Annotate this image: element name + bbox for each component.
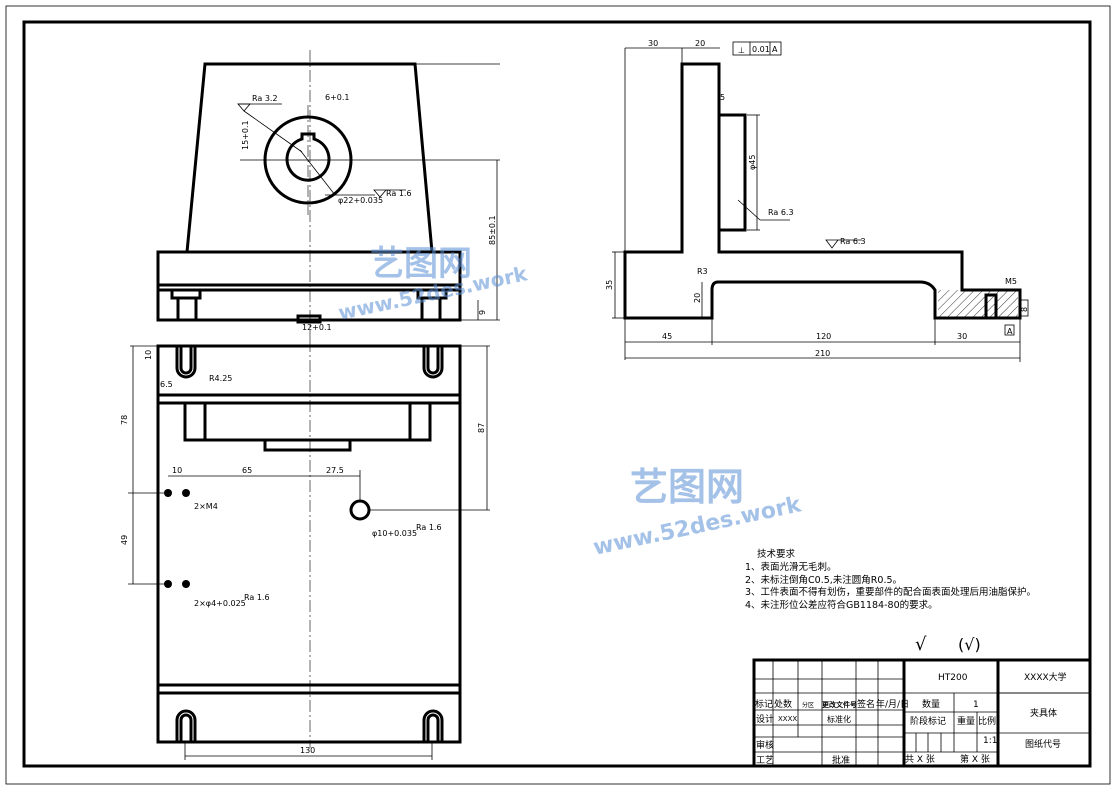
tb-scale-label: 比例 — [978, 715, 996, 727]
thread-m4-callout: 2×M4 — [194, 502, 218, 511]
watermark-brand-2: 艺图网 — [630, 465, 744, 509]
dimension-10-top: 10 — [144, 350, 153, 360]
tb-sheet-no: 第 X 张 — [960, 753, 990, 765]
tb-count: 处数 — [774, 698, 792, 710]
roughness-other-symbol: (√) — [958, 635, 981, 654]
roughness-hole10: Ra 1.6 — [416, 523, 442, 532]
base-slot-dimension: 12+0.1 — [302, 323, 332, 332]
radius-r3: R3 — [697, 267, 708, 276]
top-view: 10 6.5 R4.25 78 87 10 65 27.5 2×M4 φ10+0… — [120, 340, 490, 760]
tb-drawing-no: 图纸代号 — [1025, 738, 1061, 750]
requirement-item: 3、工件表面不得有划伤，重要部件的配合面表面处理后用油脂保护。 — [745, 586, 1036, 598]
dimension-35: 35 — [605, 280, 614, 290]
tb-signature: 签名 — [857, 698, 875, 710]
dimension-210: 210 — [815, 349, 830, 358]
dimension-30: 30 — [648, 39, 658, 48]
dimension-87: 87 — [477, 423, 486, 433]
dimension-10: 10 — [172, 466, 182, 475]
dimension-78: 78 — [120, 415, 129, 425]
roughness-ra16-label: Ra 1.6 — [386, 189, 412, 198]
side-view: ⊥ 0.01 A 30 20 5 φ45 Ra 6.3 Ra 6.3 R3 35… — [605, 39, 1029, 362]
dimension-45: 45 — [662, 332, 672, 341]
hole-10-callout: φ10+0.035 — [372, 529, 417, 538]
roughness-pin-holes: Ra 1.6 — [244, 593, 270, 602]
tb-zone: 分区 — [802, 701, 814, 709]
tb-total-sheets: 共 X 张 — [905, 754, 935, 765]
dimension-49: 49 — [120, 535, 129, 545]
dimension-120: 120 — [816, 332, 831, 341]
tb-review: 审核 — [756, 739, 774, 751]
dimension-20-base: 20 — [693, 293, 702, 303]
perpendicularity-symbol: ⊥ — [738, 46, 745, 55]
geometric-tolerance-frame — [732, 41, 782, 56]
tb-standardize: 标准化 — [827, 714, 851, 724]
tb-scale: 1:1 — [983, 736, 997, 746]
tolerance-value: 0.01 — [752, 45, 770, 54]
dimension-65: 65 — [242, 466, 252, 475]
tolerance-datum: A — [772, 45, 778, 54]
tb-stage: 阶段标记 — [910, 715, 946, 727]
dimension-20: 20 — [695, 39, 705, 48]
requirement-item: 4、未注形位公差应符合GB1184-80的要求。 — [745, 599, 938, 611]
roughness-ra32-label: Ra 3.2 — [252, 94, 278, 103]
dimension-27-5: 27.5 — [326, 466, 344, 475]
tb-approve: 批准 — [832, 754, 850, 766]
bore-dimension: φ22+0.035 — [338, 196, 383, 205]
tb-design: 设计 — [756, 713, 774, 725]
dimension-6-5: 6.5 — [160, 380, 173, 389]
front-view: Ra 3.2 6+0.1 15+0.1 φ22+0.035 Ra 1.6 85±… — [156, 50, 500, 340]
dimension-130: 130 — [300, 746, 315, 755]
requirement-item: 1、表面光滑无毛刺。 — [745, 561, 837, 573]
tb-process: 工艺 — [756, 755, 774, 766]
roughness-symbol: √ — [915, 634, 927, 655]
sheet-border — [22, 20, 1092, 768]
diameter-45: φ45 — [748, 155, 757, 170]
tb-quantity-label: 数量 — [922, 698, 940, 710]
sheet-outer-frame — [5, 5, 1111, 785]
radius-r4-25: R4.25 — [209, 374, 232, 383]
tb-weight: 重量 — [957, 715, 975, 727]
technical-requirements: 技术要求 1、表面光滑无毛刺。 2、未标注倒角C0.5,未注圆角R0.5。 3、… — [745, 548, 1036, 655]
dimension-5: 5 — [720, 93, 725, 102]
tb-mark: 标记 — [755, 698, 773, 710]
dimension-9: 9 — [478, 310, 487, 315]
tb-change-doc: 更改文件号 — [822, 700, 857, 709]
tb-date: 年/月/日 — [876, 698, 909, 710]
key-width-dimension: 6+0.1 — [325, 93, 350, 102]
thread-m5: M5 — [1005, 277, 1017, 286]
dimension-30-right: 30 — [957, 332, 967, 341]
roughness-base: Ra 6.3 — [840, 237, 866, 246]
tb-part-name: 夹具体 — [1030, 707, 1057, 719]
title-block: 标记 处数 分区 更改文件号 签名 年/月/日 设计 XXXX 标准化 审核 工… — [752, 658, 1092, 768]
roughness-boss: Ra 6.3 — [768, 208, 794, 217]
requirements-title: 技术要求 — [757, 548, 796, 560]
tb-quantity: 1 — [973, 700, 979, 710]
requirement-item: 2、未标注倒角C0.5,未注圆角R0.5。 — [745, 574, 902, 586]
tb-material: HT200 — [938, 673, 968, 683]
tb-designer: XXXX — [778, 715, 797, 723]
pin-holes-callout: 2×φ4+0.025 — [194, 599, 246, 608]
total-height-dimension: 85±0.1 — [488, 215, 497, 245]
dimension-8: 8 — [1020, 307, 1029, 312]
tb-school: XXXX大学 — [1024, 671, 1067, 683]
datum-a: A — [1007, 327, 1013, 336]
watermark-brand-1: 艺图网 — [370, 244, 472, 284]
key-depth-dimension: 15+0.1 — [241, 120, 250, 150]
